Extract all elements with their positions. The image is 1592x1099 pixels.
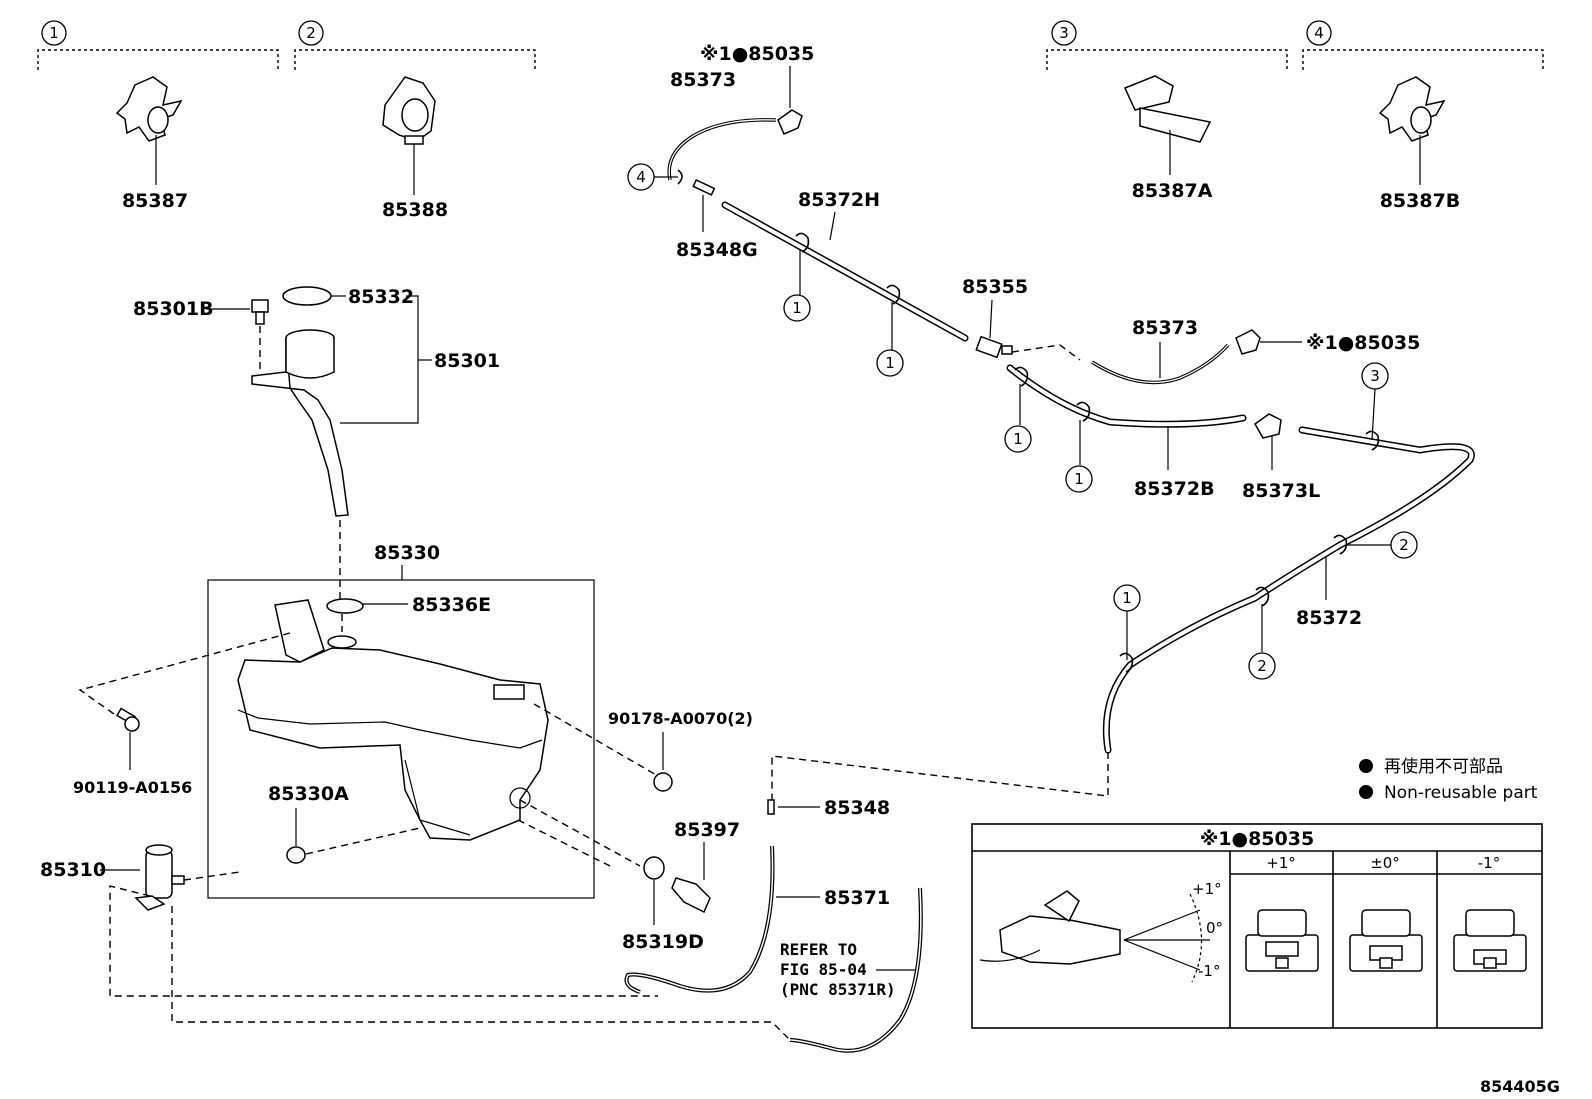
- part-label-85373L: 85373L: [1242, 480, 1320, 502]
- washer-tank-85330A-icon: [237, 599, 549, 841]
- clip-85387B-icon: [1378, 76, 1446, 142]
- part-label-85310: 85310: [40, 859, 106, 881]
- clip-group-4: 4 85387B: [1302, 20, 1544, 212]
- callout-1: 1: [792, 299, 802, 317]
- part-label-85035-mid: ※1●85035: [1306, 332, 1420, 354]
- clip-85387-icon: [115, 76, 183, 142]
- part-label-85372H: 85372H: [798, 189, 880, 211]
- group-number: 1: [49, 24, 59, 42]
- callout-1: 1: [1122, 589, 1132, 607]
- part-label-85332: 85332: [348, 286, 414, 308]
- part-label: 85388: [382, 199, 448, 221]
- washer-pump-85310-icon: [134, 844, 185, 911]
- cap-85332-icon: [282, 286, 332, 306]
- clip-group-1: 1 85387: [37, 20, 279, 212]
- group-number: 2: [306, 24, 316, 42]
- part-label: 85387: [122, 190, 188, 212]
- filler-neck-85301-icon: [251, 329, 349, 517]
- refer-text-line1: REFER TO: [780, 940, 857, 959]
- clip-group-2: 2 85388: [294, 20, 536, 221]
- part-label-85035-top: ※1●85035: [700, 43, 814, 65]
- part-label-85355: 85355: [962, 276, 1028, 298]
- part-label-85319D: 85319D: [622, 931, 704, 953]
- grommet-85319D-icon: [643, 856, 665, 880]
- part-label: 85387B: [1380, 190, 1461, 212]
- nozzle-front-zero-icon: [1349, 909, 1423, 972]
- group-number: 4: [1314, 24, 1324, 42]
- part-label-85373-mid: 85373: [1132, 317, 1198, 339]
- inset-title: ※1●85035: [1200, 828, 1314, 850]
- part-label-85397: 85397: [674, 819, 740, 841]
- part-label-85336E: 85336E: [412, 594, 491, 616]
- part-label-85372B: 85372B: [1134, 478, 1215, 500]
- reservoir-box: [207, 579, 595, 899]
- gasket-85336E-icon: [326, 598, 364, 614]
- callout-2: 2: [1399, 536, 1409, 554]
- group-number: 3: [1059, 24, 1069, 42]
- figure-id: 854405G: [1480, 1077, 1560, 1096]
- inset-col-plus1: +1°: [1266, 854, 1296, 872]
- part-label-90119-A0156: 90119-A0156: [73, 778, 192, 797]
- bolt-90119-icon: [116, 707, 140, 732]
- refer-text-line3: (PNC 85371R): [780, 980, 896, 999]
- callout-2: 2: [1257, 657, 1267, 675]
- part-label-85301: 85301: [434, 350, 500, 372]
- part-label-85301B: 85301B: [133, 298, 214, 320]
- part-label: 85387A: [1132, 180, 1213, 202]
- nozzle-85035-mid-icon: [1235, 329, 1261, 355]
- legend: 再使用不可部品 Non-reusable part: [1359, 756, 1538, 803]
- nozzle-front-minus1-icon: [1453, 909, 1527, 972]
- legend-en: Non-reusable part: [1384, 783, 1538, 803]
- nut-90178-icon: [653, 772, 673, 792]
- clip-85387A-icon: [1123, 75, 1212, 143]
- part-label-85348G: 85348G: [676, 239, 758, 261]
- grommet-85330A-icon: [286, 846, 306, 864]
- angle-zero: 0°: [1206, 919, 1223, 937]
- clip-85388-icon: [382, 76, 436, 145]
- clip-85301B-icon: [251, 299, 269, 325]
- angle-plus: +1°: [1192, 880, 1222, 898]
- group-number-badge: [41, 20, 67, 46]
- joint-85348G-icon: [692, 179, 716, 196]
- callout-1: 1: [1013, 430, 1023, 448]
- inset-col-minus1: -1°: [1478, 854, 1500, 872]
- clip-group-3: 3 85387A: [1046, 20, 1288, 202]
- nozzle-side-view-icon: [979, 890, 1210, 983]
- part-label-85371: 85371: [824, 887, 890, 909]
- callout-4: 4: [636, 168, 646, 186]
- angle-minus: -1°: [1198, 962, 1220, 980]
- part-label-85372: 85372: [1296, 607, 1362, 629]
- nozzle-85035-top-icon: [777, 109, 803, 135]
- part-label-90178-A0070: 90178-A0070(2): [608, 709, 753, 728]
- callout-1: 1: [1074, 470, 1084, 488]
- inset-col-zero: ±0°: [1370, 854, 1400, 872]
- legend-jp: 再使用不可部品: [1384, 756, 1503, 777]
- part-label-85373-top: 85373: [670, 69, 736, 91]
- filter-85397-icon: [671, 877, 711, 914]
- joint-85355-icon: [975, 335, 1013, 359]
- callout-3: 3: [1370, 367, 1380, 385]
- part-label-85348: 85348: [824, 797, 890, 819]
- bullet-icon: [1359, 785, 1373, 799]
- inset-adjustment: ※1●85035 +1° ±0° -1° +1° 0° -1°: [971, 823, 1543, 1029]
- nozzle-85373L-icon: [1254, 413, 1282, 439]
- part-label-85330A: 85330A: [268, 783, 349, 805]
- refer-text-line2: FIG 85-04: [780, 960, 867, 979]
- part-label-85330: 85330: [374, 542, 440, 564]
- nozzle-front-plus1-icon: [1245, 909, 1319, 972]
- callout-1: 1: [885, 354, 895, 372]
- valve-85348-icon: [767, 799, 775, 815]
- bullet-icon: [1359, 759, 1373, 773]
